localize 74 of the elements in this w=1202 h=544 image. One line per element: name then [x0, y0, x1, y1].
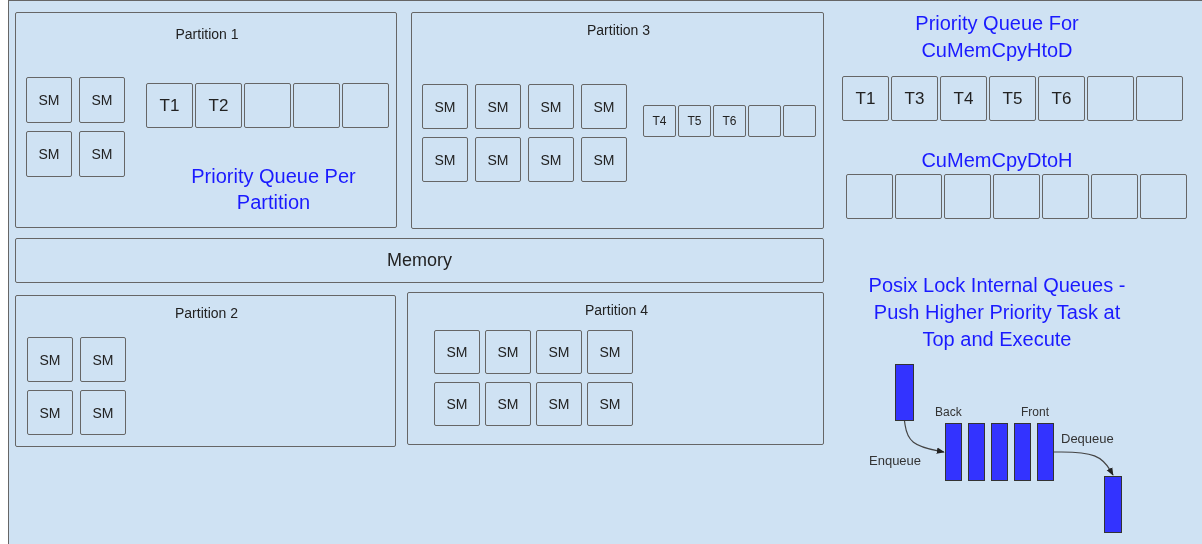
partition-panel	[15, 12, 397, 228]
queue-bar	[895, 364, 914, 421]
queue-bar	[1014, 423, 1031, 481]
queue-slot	[895, 174, 942, 219]
partition-title: Partition 3	[585, 21, 651, 40]
queue-slot: T4	[940, 76, 987, 121]
queue-slot	[1042, 174, 1089, 219]
queue-slot: T3	[891, 76, 938, 121]
queue-slot	[993, 174, 1040, 219]
sm-block: SM	[475, 137, 521, 182]
sm-block: SM	[434, 382, 480, 426]
heading-text: Priority Queue For CuMemCpyHtoD	[914, 11, 1080, 63]
queue-bar	[945, 423, 962, 481]
queue-slot	[1091, 174, 1138, 219]
sm-block: SM	[26, 131, 72, 177]
sm-block: SM	[422, 84, 468, 129]
queue-slot	[1136, 76, 1183, 121]
sm-block: SM	[581, 84, 627, 129]
partition-panel	[407, 292, 824, 445]
queue-slot: T4	[643, 105, 676, 137]
queue-slot	[748, 105, 781, 137]
partition-title: Partition 2	[173, 304, 239, 323]
heading-text: Posix Lock Internal Queues - Push Higher Priority Task at Top and Execute	[867, 273, 1127, 352]
sm-block: SM	[422, 137, 468, 182]
sm-block: SM	[27, 337, 73, 382]
queue-slot: T1	[146, 83, 193, 128]
sm-block: SM	[80, 337, 126, 382]
queue-slot: T5	[989, 76, 1036, 121]
memory-bar: Memory	[15, 238, 824, 283]
sm-block: SM	[26, 77, 72, 123]
queue-bar	[1037, 423, 1054, 481]
sm-block: SM	[79, 131, 125, 177]
queue-slot	[944, 174, 991, 219]
partition-title: Partition 4	[583, 301, 649, 320]
sm-block: SM	[581, 137, 627, 182]
sm-block: SM	[536, 330, 582, 374]
queue-end-label: Front	[1021, 405, 1049, 419]
arrow	[1053, 451, 1114, 476]
queue-slot	[846, 174, 893, 219]
sm-block: SM	[485, 382, 531, 426]
sm-block: SM	[434, 330, 480, 374]
sm-block: SM	[587, 330, 633, 374]
queue-slot: T6	[713, 105, 746, 137]
queue-slot	[244, 83, 291, 128]
queue-slot	[783, 105, 816, 137]
sm-block: SM	[536, 382, 582, 426]
sm-block: SM	[485, 330, 531, 374]
sm-block: SM	[528, 137, 574, 182]
partition-panel	[15, 295, 396, 447]
queue-slot: T1	[842, 76, 889, 121]
queue-slot: T5	[678, 105, 711, 137]
queue-bar	[1104, 476, 1122, 533]
partition-panel	[411, 12, 824, 229]
queue-caption: Priority Queue Per Partition	[190, 164, 357, 215]
edge-label: Enqueue	[868, 453, 923, 468]
queue-slot	[1087, 76, 1134, 121]
queue-slot	[342, 83, 389, 128]
sm-block: SM	[27, 390, 73, 435]
heading-text: CuMemCpyDtoH	[920, 148, 1074, 173]
edge-label: Dequeue	[1060, 431, 1115, 446]
queue-end-label: Back	[935, 405, 962, 419]
queue-slot: T6	[1038, 76, 1085, 121]
arrow	[903, 420, 945, 454]
queue-bar	[991, 423, 1008, 481]
sm-block: SM	[80, 390, 126, 435]
sm-block: SM	[79, 77, 125, 123]
queue-slot: T2	[195, 83, 242, 128]
queue-bar	[968, 423, 985, 481]
sm-block: SM	[587, 382, 633, 426]
queue-slot	[1140, 174, 1187, 219]
queue-slot	[293, 83, 340, 128]
partition-title: Partition 1	[174, 25, 240, 44]
sm-block: SM	[528, 84, 574, 129]
sm-block: SM	[475, 84, 521, 129]
